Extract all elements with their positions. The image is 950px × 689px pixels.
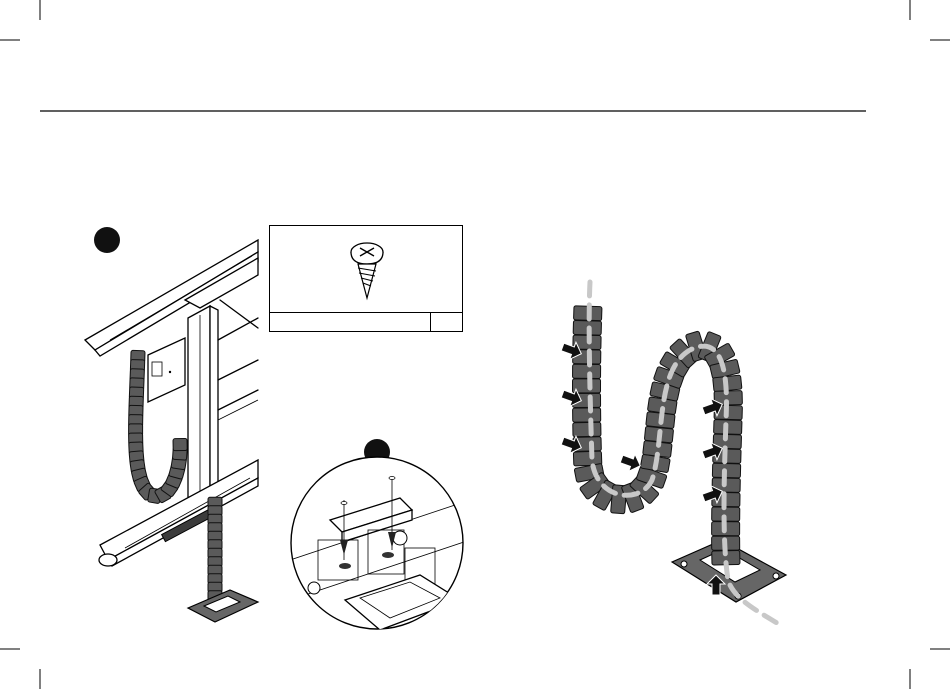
chain-link (573, 364, 601, 378)
chain-link (573, 422, 601, 436)
chain-link (573, 408, 601, 422)
